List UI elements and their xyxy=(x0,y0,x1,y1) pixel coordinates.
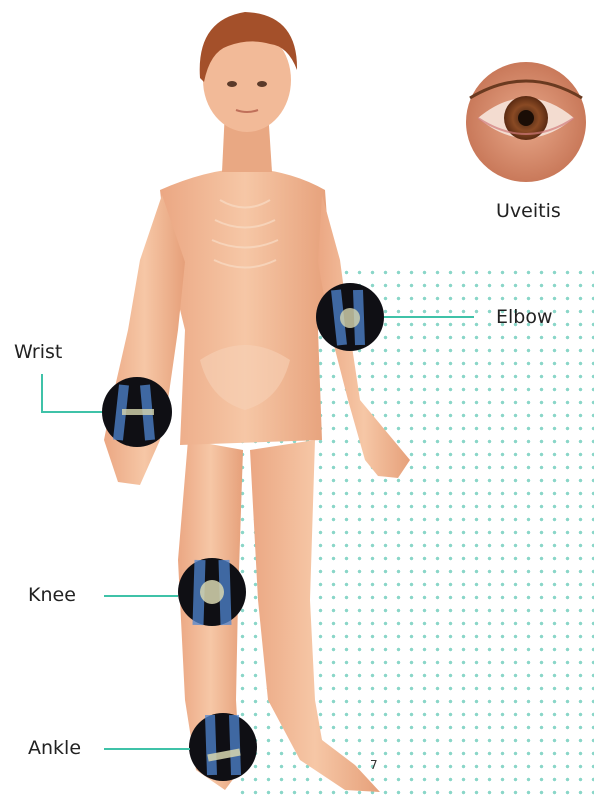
wrist-leader-line xyxy=(42,374,102,412)
knee-label: Knee xyxy=(28,584,76,606)
wrist-joint-circle xyxy=(102,377,172,447)
elbow-label: Elbow xyxy=(496,306,553,328)
knee-joint-circle xyxy=(178,558,246,626)
elbow-joint-circle xyxy=(316,283,384,351)
eye-closeup-image xyxy=(466,62,586,182)
page-number: 7 xyxy=(370,758,378,772)
uveitis-label: Uveitis xyxy=(496,200,561,222)
wrist-label: Wrist xyxy=(14,341,62,363)
ankle-label: Ankle xyxy=(28,737,81,759)
ankle-joint-circle xyxy=(189,713,257,781)
